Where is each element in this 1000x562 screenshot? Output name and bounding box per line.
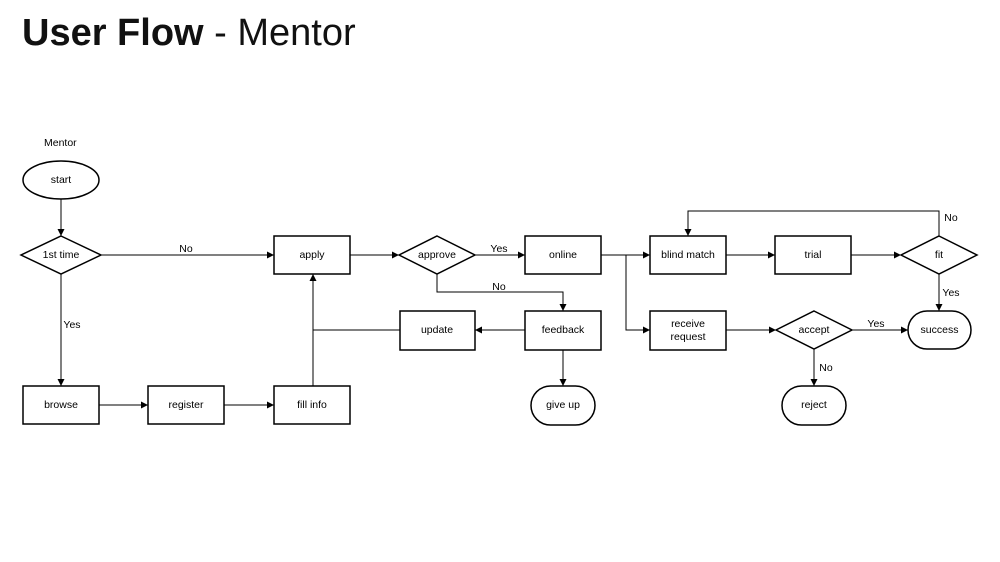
node-fit-shape [899, 235, 979, 275]
node-fit-label: fit [935, 249, 943, 261]
node-online: online [524, 235, 602, 275]
node-receive-request-label-line1: receive [671, 318, 705, 330]
edge-label-first-time-no: No [179, 243, 193, 255]
node-first-time: 1st time [19, 235, 103, 275]
node-first-time-label: 1st time [43, 249, 80, 261]
node-register: register [147, 385, 225, 425]
node-blind-match: blind match [649, 235, 727, 275]
node-give-up: give up [530, 385, 596, 426]
node-fill-info: fill info [273, 385, 351, 425]
node-first-time-shape [19, 235, 103, 275]
edge-label-accept-no: No [819, 362, 833, 374]
node-give-up-shape [530, 385, 596, 426]
node-trial-label: trial [805, 249, 822, 261]
node-accept-shape [774, 310, 854, 350]
node-browse: browse [22, 385, 100, 425]
node-feedback-label: feedback [542, 324, 585, 336]
node-receive-request: receive request [649, 310, 727, 351]
node-start-shape [22, 160, 100, 200]
node-reject-label: reject [801, 399, 827, 411]
node-receive-request-shape [649, 310, 727, 351]
node-fit: fit [899, 235, 979, 275]
node-update: update [399, 310, 476, 351]
node-success-shape [907, 310, 972, 350]
node-approve-label: approve [418, 249, 456, 261]
node-start: start [22, 160, 100, 200]
node-success: success [907, 310, 972, 350]
node-give-up-label: give up [546, 399, 580, 411]
title-bold: User Flow [22, 12, 204, 54]
edge-label-fit-no: No [944, 212, 958, 224]
node-update-shape [399, 310, 476, 351]
edge-label-fit-yes: Yes [942, 287, 959, 299]
node-fill-info-label: fill info [297, 399, 327, 411]
node-fill-info-shape [273, 385, 351, 425]
lane-label: Mentor [44, 137, 77, 149]
node-apply-label: apply [299, 249, 325, 261]
node-register-shape [147, 385, 225, 425]
node-register-label: register [168, 399, 204, 411]
node-accept: accept [774, 310, 854, 350]
node-update-label: update [421, 324, 453, 336]
node-feedback-shape [524, 310, 602, 351]
node-success-label: success [921, 324, 959, 336]
edge-label-approve-no: No [492, 281, 506, 293]
node-reject-shape [781, 385, 847, 426]
node-feedback: feedback [524, 310, 602, 351]
node-approve: approve [397, 235, 477, 275]
node-online-label: online [549, 249, 577, 261]
node-start-label: start [51, 174, 72, 186]
title-rest: - Mentor [203, 12, 356, 54]
edges [57, 199, 943, 409]
node-browse-shape [22, 385, 100, 425]
node-trial: trial [774, 235, 852, 275]
node-blind-match-shape [649, 235, 727, 275]
node-reject: reject [781, 385, 847, 426]
node-approve-shape [397, 235, 477, 275]
node-apply: apply [273, 235, 351, 275]
edge-label-approve-yes: Yes [490, 243, 507, 255]
node-browse-label: browse [44, 399, 78, 411]
node-accept-label: accept [799, 324, 830, 336]
node-online-shape [524, 235, 602, 275]
edge-approve-to-feedback [436, 274, 567, 311]
edge-label-first-time-yes: Yes [63, 319, 80, 331]
edge-online-to-receive-request [625, 255, 650, 334]
page-title: User Flow - Mentor [22, 12, 356, 56]
node-receive-request-label-line2: request [670, 331, 705, 343]
edge-fit-to-blind-match [684, 210, 940, 236]
edge-label-accept-yes: Yes [867, 318, 884, 330]
node-trial-shape [774, 235, 852, 275]
node-blind-match-label: blind match [661, 249, 715, 261]
node-apply-shape [273, 235, 351, 275]
